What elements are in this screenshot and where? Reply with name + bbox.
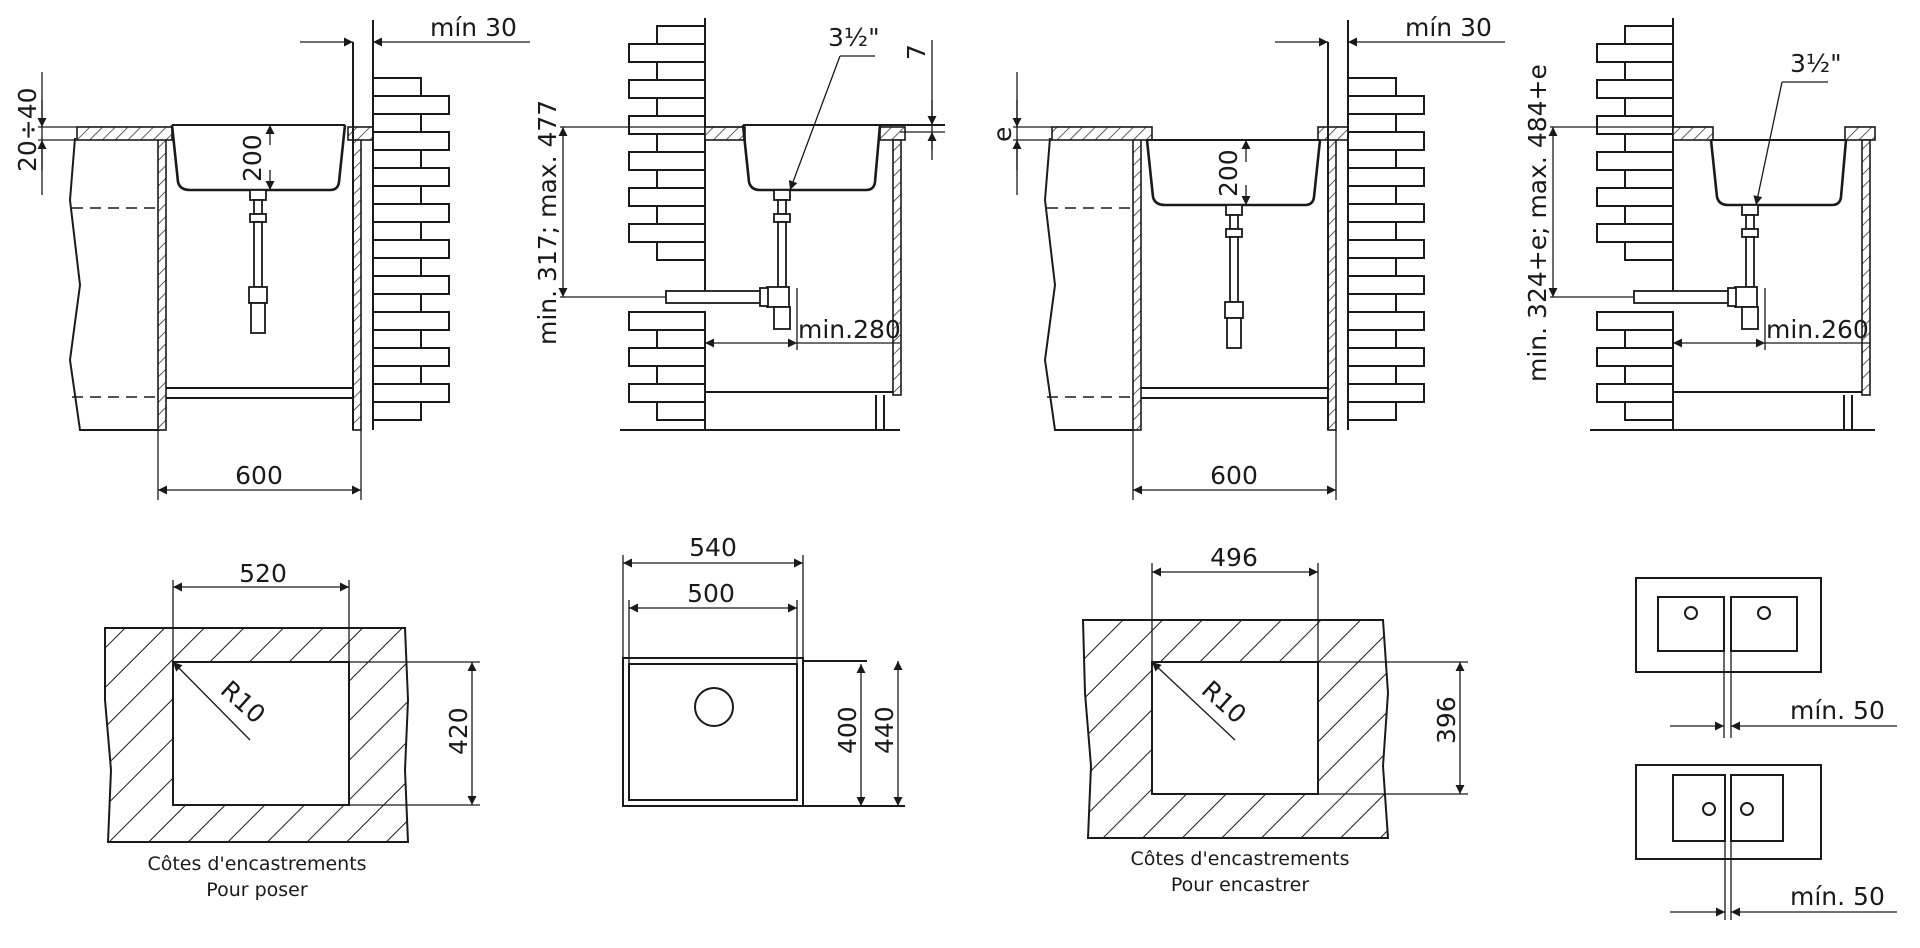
- sink-plan-view: 540 500 400 440: [622, 533, 905, 807]
- section-view-4: 3½" min. 324+e; max. 484+e min.260: [1523, 18, 1876, 431]
- dim-worktop-thickness: e: [988, 72, 1052, 195]
- label-corner-radius: R10: [1196, 675, 1252, 729]
- label-bowl-depth: 200: [1214, 149, 1243, 197]
- wall: [1327, 20, 1425, 430]
- label-cutout-width: 520: [239, 559, 287, 588]
- cabinet-wall-left: [157, 137, 167, 431]
- wall: [1590, 18, 1875, 431]
- sink-bowl-outline: [628, 663, 798, 801]
- dim-cutout-height: 420: [349, 661, 480, 806]
- worktop: [704, 126, 746, 141]
- label-outer-height: 440: [870, 706, 899, 754]
- cabinet-wall-right: [352, 137, 362, 431]
- dim-bowl-depth: 200: [1214, 140, 1251, 205]
- bowl-left: [1672, 774, 1726, 842]
- dim-waste-size: 3½": [788, 23, 880, 191]
- label-inner-height: 400: [833, 706, 862, 754]
- dim-worktop-thickness: 20÷40: [13, 72, 77, 195]
- section-view-1: mín 30 20÷40 200 600: [13, 13, 530, 500]
- section-view-2: 3½" 7 min. 317; max. 477 min.280: [533, 18, 945, 431]
- waste-trap: [1633, 204, 1759, 330]
- label-worktop-thickness: 20÷40: [13, 87, 42, 172]
- dim-waste-size: 3½": [1753, 49, 1842, 206]
- label-cutout-height: 396: [1432, 696, 1461, 744]
- cutout-template-2: 496 396 R10 Côtes d'encastrements Pour e…: [1081, 543, 1468, 896]
- cabinet-wall-left: [1132, 137, 1142, 431]
- label-min-distance: min.280: [798, 315, 901, 344]
- dim-min-distance: min.260: [1673, 288, 1870, 350]
- bowl-right: [1730, 596, 1798, 652]
- cabinet-wall-right: [892, 139, 902, 396]
- label-min-spacing: mín. 50: [1790, 882, 1885, 911]
- caption-line-2: Pour poser: [206, 879, 308, 901]
- label-min-clearance: mín 30: [430, 13, 517, 42]
- label-worktop-thickness: e: [988, 127, 1017, 142]
- sink-bowl: [1709, 139, 1848, 207]
- dim-offset: 7: [900, 40, 945, 160]
- label-height-range: min. 324+e; max. 484+e: [1523, 64, 1552, 382]
- dim-cabinet-width: 600: [157, 430, 362, 500]
- dim-min-distance: min.280: [705, 288, 901, 350]
- label-waste-size: 3½": [828, 23, 880, 52]
- spacing-diagram-bottom: mín. 50: [1635, 764, 1897, 920]
- bowl-right: [1730, 774, 1784, 842]
- dim-outer-width: 540: [622, 533, 804, 658]
- worktop: [1672, 126, 1714, 141]
- label-waste-size: 3½": [1790, 49, 1842, 78]
- dim-height-range: min. 324+e; max. 484+e: [1523, 64, 1711, 382]
- dim-bowl-depth: 200: [238, 125, 275, 190]
- worktop: [76, 126, 173, 141]
- caption-line-2: Pour encastrer: [1171, 874, 1310, 896]
- drain-hole: [1702, 802, 1716, 816]
- dim-inner-width: 500: [628, 579, 798, 664]
- dim-inner-height: 400: [833, 664, 866, 806]
- wall: [620, 18, 900, 431]
- dim-cutout-height: 396: [1318, 661, 1468, 795]
- label-cabinet-width: 600: [1210, 461, 1258, 490]
- worktop: [1051, 126, 1153, 141]
- label-min-spacing: mín. 50: [1790, 696, 1885, 725]
- drain-hole: [694, 687, 734, 727]
- dim-cutout-width: 520: [172, 559, 350, 662]
- label-outer-width: 540: [689, 533, 737, 562]
- cabinet-wall-right: [1327, 137, 1337, 431]
- label-cutout-height: 420: [444, 707, 473, 755]
- section-view-3: mín 30 e 200 600: [988, 13, 1505, 500]
- dim-min-clearance: mín 30: [300, 13, 530, 47]
- dim-corner-radius: R10: [1151, 661, 1252, 741]
- waste-trap: [248, 189, 268, 334]
- dim-cutout-width: 496: [1151, 543, 1319, 662]
- label-height-range: min. 317; max. 477: [533, 100, 562, 345]
- dim-min-clearance: mín 30: [1275, 13, 1505, 47]
- drain-hole: [1684, 606, 1698, 620]
- label-min-distance: min.260: [1766, 315, 1869, 344]
- drain-hole: [1740, 802, 1754, 816]
- cabinet-side-panel: [68, 137, 160, 431]
- dim-corner-radius: R10: [172, 661, 271, 741]
- waste-trap: [1224, 204, 1244, 349]
- label-cutout-width: 496: [1210, 543, 1258, 572]
- cabinet-side-panel: [1043, 137, 1135, 431]
- dim-outer-height: 440: [870, 661, 903, 806]
- bowl-left: [1657, 596, 1725, 652]
- dim-height-range: min. 317; max. 477: [533, 100, 743, 345]
- wall: [352, 20, 450, 430]
- cabinet-wall-right: [1861, 139, 1871, 396]
- label-offset: 7: [902, 44, 931, 60]
- caption-line-1: Côtes d'encastrements: [147, 853, 366, 875]
- label-min-clearance: mín 30: [1405, 13, 1492, 42]
- label-cabinet-width: 600: [235, 461, 283, 490]
- dim-cabinet-width: 600: [1132, 430, 1337, 500]
- spacing-diagram-top: mín. 50: [1635, 577, 1897, 738]
- label-bowl-depth: 200: [238, 134, 267, 182]
- label-corner-radius: R10: [215, 675, 271, 729]
- sink-outer-rim: [622, 657, 804, 807]
- label-inner-width: 500: [687, 579, 735, 608]
- cutout-template-1: 520 420 R10 Côtes d'encastrements Pour p…: [104, 559, 480, 901]
- drain-hole: [1757, 606, 1771, 620]
- caption-line-1: Côtes d'encastrements: [1130, 848, 1349, 870]
- sink-bowl: [741, 124, 882, 192]
